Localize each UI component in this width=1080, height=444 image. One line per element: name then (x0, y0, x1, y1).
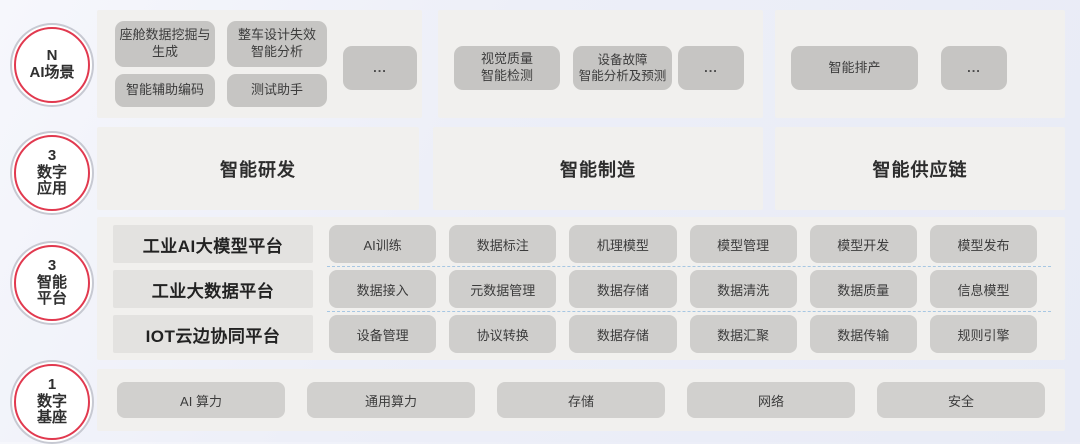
module-box: 数据标注 (449, 225, 557, 263)
rail-badge-digital-foundation: 1 数字 基座 (10, 360, 94, 444)
platform-row-industrial-big-data: 工业大数据平台 数据接入 元数据管理 数据存储 数据清洗 数据质量 信息模型 (113, 270, 1038, 308)
scenario-box-smart-scheduling: 智能排产 (791, 46, 918, 90)
foundation-panel: AI 算力 通用算力 存储 网络 安全 (97, 369, 1065, 431)
scenario-box-cockpit-data-mining: 座舱数据挖掘与 生成 (115, 21, 215, 67)
platform-name-box: IOT云边协同平台 (113, 315, 313, 353)
scenario-panel-supply-chain: 智能排产 ... (775, 10, 1065, 118)
module-box: 数据存储 (569, 315, 677, 353)
platform-modules: AI训练 数据标注 机理模型 模型管理 模型开发 模型发布 (329, 225, 1038, 263)
module-box: 数据汇聚 (689, 315, 797, 353)
module-box: 模型开发 (809, 225, 917, 263)
module-box: 机理模型 (569, 225, 677, 263)
module-box: 模型管理 (689, 225, 797, 263)
scenario-box-ai-coding-assist: 智能辅助编码 (115, 74, 215, 107)
module-box: 数据接入 (329, 270, 437, 308)
app-panel-intelligent-supply-chain: 智能供应链 (775, 127, 1065, 210)
module-box: 规则引擎 (929, 315, 1038, 353)
module-box: AI训练 (329, 225, 437, 263)
scenario-panel-rnd: 座舱数据挖掘与 生成 整车设计失效 智能分析 智能辅助编码 测试助手 ... (97, 10, 422, 118)
module-box: 数据传输 (809, 315, 917, 353)
platform-modules: 数据接入 元数据管理 数据存储 数据清洗 数据质量 信息模型 (329, 270, 1038, 308)
module-box: 模型发布 (929, 225, 1038, 263)
ellipsis-box: ... (941, 46, 1007, 90)
rail-badge-ai-scenarios: N AI场景 (10, 23, 94, 107)
module-box: 协议转换 (449, 315, 557, 353)
rail-badge-digital-applications: 3 数字 应用 (10, 131, 94, 215)
foundation-box-network: 网络 (687, 382, 855, 418)
scenario-panel-manufacturing: 视觉质量 智能检测 设备故障 智能分析及预测 ... (438, 10, 763, 118)
platform-row-iot-cloud-edge: IOT云边协同平台 设备管理 协议转换 数据存储 数据汇聚 数据传输 规则引擎 (113, 315, 1038, 353)
module-box: 元数据管理 (449, 270, 557, 308)
foundation-box-general-compute: 通用算力 (307, 382, 475, 418)
module-box: 设备管理 (329, 315, 437, 353)
platform-row-industrial-ai-model: 工业AI大模型平台 AI训练 数据标注 机理模型 模型管理 模型开发 模型发布 (113, 225, 1038, 263)
scenario-box-equipment-fault-prediction: 设备故障 智能分析及预测 (573, 46, 672, 90)
foundation-box-storage: 存储 (497, 382, 665, 418)
ellipsis-box: ... (343, 46, 417, 90)
platform-name-box: 工业大数据平台 (113, 270, 313, 308)
scenario-box-test-assistant: 测试助手 (227, 74, 327, 107)
dashed-separator (327, 266, 1051, 267)
foundation-box-ai-compute: AI 算力 (117, 382, 285, 418)
module-box: 信息模型 (929, 270, 1038, 308)
app-panel-intelligent-manufacturing: 智能制造 (433, 127, 763, 210)
platform-modules: 设备管理 协议转换 数据存储 数据汇聚 数据传输 规则引擎 (329, 315, 1038, 353)
app-panel-intelligent-rnd: 智能研发 (97, 127, 419, 210)
platform-name-box: 工业AI大模型平台 (113, 225, 313, 263)
module-box: 数据存储 (569, 270, 677, 308)
dashed-separator (327, 311, 1051, 312)
foundation-box-security: 安全 (877, 382, 1045, 418)
scenario-box-vehicle-design-failure: 整车设计失效 智能分析 (227, 21, 327, 67)
ellipsis-box: ... (678, 46, 744, 90)
module-box: 数据质量 (809, 270, 917, 308)
platforms-panel: 工业AI大模型平台 AI训练 数据标注 机理模型 模型管理 模型开发 模型发布 … (97, 217, 1065, 360)
module-box: 数据清洗 (689, 270, 797, 308)
scenario-box-visual-quality-inspection: 视觉质量 智能检测 (454, 46, 560, 90)
rail-badge-intelligent-platforms: 3 智能 平台 (10, 241, 94, 325)
